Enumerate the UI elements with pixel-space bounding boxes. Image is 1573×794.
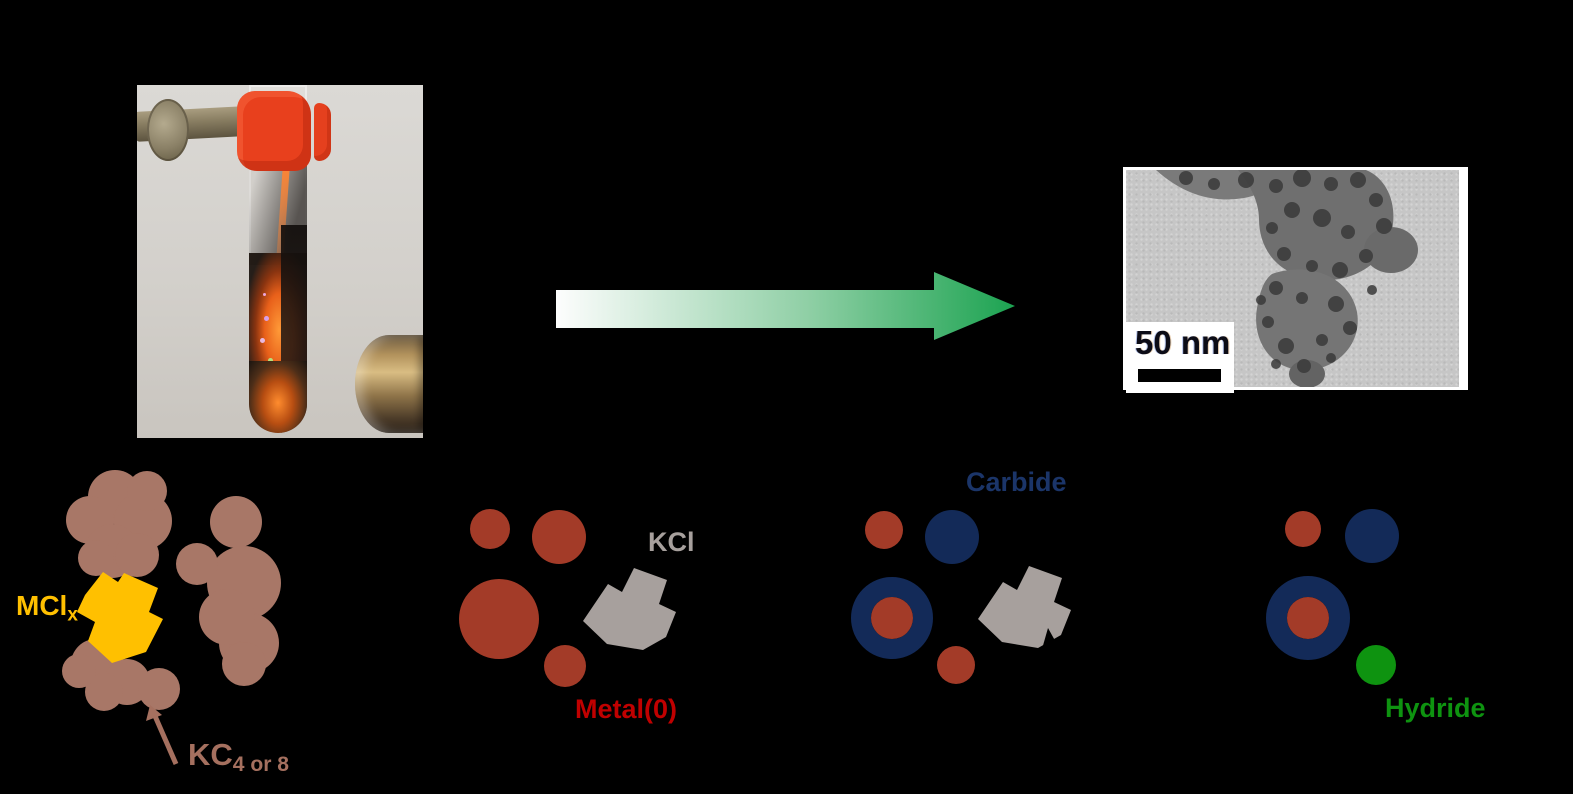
nanoparticle-aggregate	[1156, 169, 1418, 388]
glowing-tip	[249, 361, 307, 433]
hydride-label: Hydride	[1385, 693, 1486, 723]
kc-main: KC	[188, 737, 233, 772]
scale-bar	[1138, 369, 1221, 382]
tem-field: 50 nm	[1126, 169, 1459, 393]
orange-clamp	[237, 91, 311, 171]
scale-label: 50 nm	[1135, 324, 1231, 361]
mclx-label: MClx	[16, 590, 78, 626]
metal-particles	[459, 509, 586, 687]
kc-sub: 4 or 8	[232, 752, 290, 776]
test-tube-photo	[137, 85, 423, 438]
carbide-label: Carbide	[966, 467, 1067, 497]
mclx-sub: x	[67, 604, 78, 626]
kc-label: KC4 or 8	[188, 739, 289, 775]
reagent-blobs	[62, 470, 281, 711]
clamp-knob	[147, 99, 189, 161]
torch-nozzle	[355, 335, 423, 433]
mclx-crystal	[77, 572, 163, 663]
tem-scale-box: 50 nm	[1126, 322, 1234, 393]
mclx-main: MCl	[16, 590, 68, 621]
hydride-particles	[1266, 509, 1399, 685]
orange-clamp-jaw	[314, 103, 331, 161]
metal-label: Metal(0)	[575, 694, 678, 724]
sparkles	[263, 293, 266, 296]
kcl-crystal-2	[978, 566, 1071, 649]
kcl-crystal	[583, 568, 676, 650]
kc-arrow	[146, 705, 179, 766]
tem-image: 50 nm	[1123, 167, 1468, 393]
kcl-label: KCl	[648, 527, 695, 557]
arrow-shape	[556, 272, 1015, 340]
reaction-arrow	[556, 272, 1015, 340]
carbide-particles	[851, 510, 979, 684]
